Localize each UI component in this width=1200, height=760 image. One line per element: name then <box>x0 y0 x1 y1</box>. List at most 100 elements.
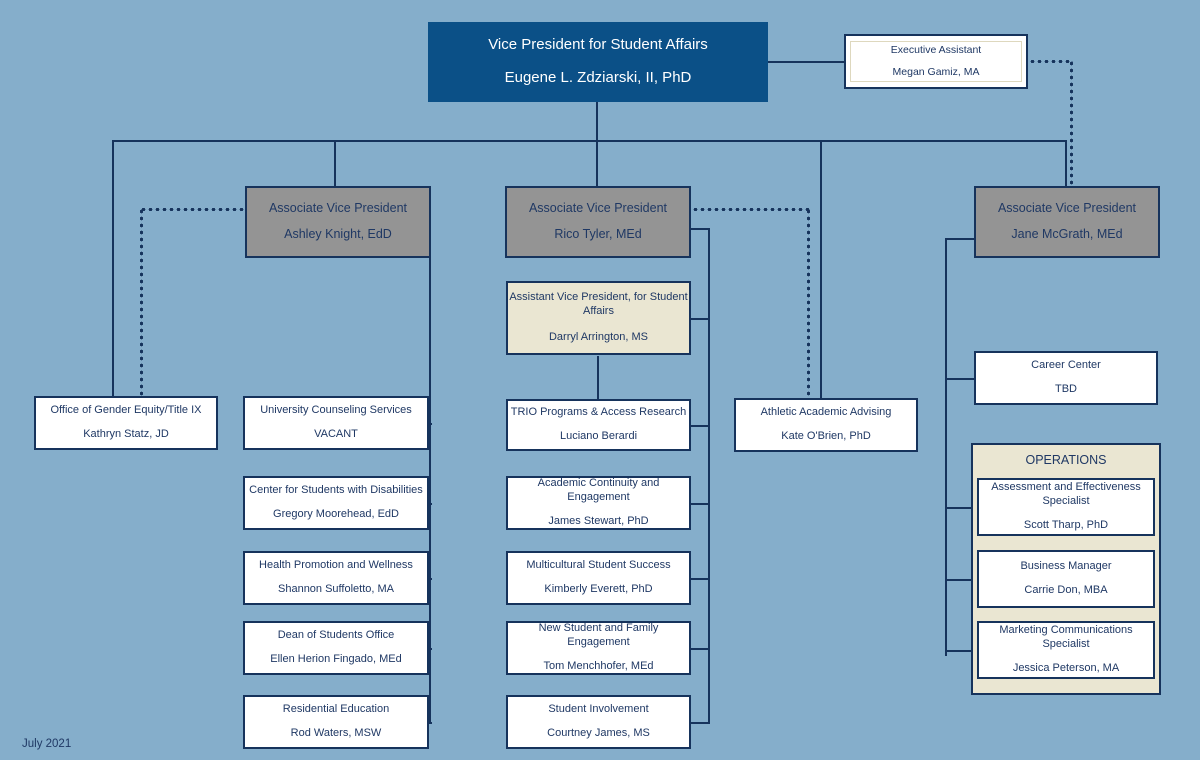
node-associate-vp-rico-tyler[interactable]: Associate Vice President Rico Tyler, MEd <box>505 186 691 258</box>
node-title: Dean of Students Office <box>277 629 395 642</box>
node-title: Center for Students with Disabilities <box>249 484 423 497</box>
node-name: Rico Tyler, MEd <box>554 227 642 241</box>
node-name: Kimberly Everett, PhD <box>544 583 653 595</box>
node-title: Associate Vice President <box>528 201 668 216</box>
node-title: Student Involvement <box>548 703 649 716</box>
node-multicultural-student-success[interactable]: Multicultural Student Success Kimberly E… <box>506 551 691 605</box>
connector-asst-vp-right <box>690 318 710 320</box>
connector-vp-drop <box>596 102 598 142</box>
connector-vp-to-exec-assistant <box>766 61 844 63</box>
node-name: Tom Menchhofer, MEd <box>543 659 654 672</box>
connector-left-stub-1 <box>428 423 432 425</box>
node-new-student-and-family-engagement[interactable]: New Student and Family Engagement Tom Me… <box>506 621 691 675</box>
node-name: Luciano Berardi <box>559 430 638 442</box>
node-marketing-communications-specialist[interactable]: Marketing Communications Specialist Jess… <box>977 621 1155 679</box>
dotted-left-avp-to-title-ix <box>140 208 245 211</box>
connector-right-avp-left <box>945 238 975 240</box>
node-title: Residential Education <box>282 703 390 716</box>
node-academic-continuity-and-engagement[interactable]: Academic Continuity and Engagement James… <box>506 476 691 530</box>
node-name: Jane McGrath, MEd <box>1011 227 1123 241</box>
node-name: Scott Tharp, PhD <box>1023 518 1109 531</box>
connector-left-stub-3 <box>428 578 432 580</box>
dotted-exec-assistant-drop <box>1070 60 1073 187</box>
node-student-involvement[interactable]: Student Involvement Courtney James, MS <box>506 695 691 749</box>
connector-middle-stub-trio <box>690 425 710 427</box>
connector-drop-far-left <box>112 140 114 396</box>
connector-right-stub-career <box>945 378 975 380</box>
node-executive-assistant[interactable]: Executive Assistant Megan Gamiz, MA <box>844 34 1028 89</box>
connector-right-stub-ops-3 <box>945 650 975 652</box>
connector-drop-right-avp <box>1065 140 1067 186</box>
node-name: Ashley Knight, EdD <box>284 227 392 241</box>
node-title: Office of Gender Equity/Title IX <box>50 404 202 417</box>
connector-middle-stub-4 <box>690 648 710 650</box>
connector-right-stub-ops-2 <box>945 579 975 581</box>
operations-group-label: OPERATIONS <box>1025 453 1107 467</box>
node-title: University Counseling Services <box>260 404 412 417</box>
node-name: Shannon Suffoletto, MA <box>278 583 394 595</box>
node-title: TRIO Programs & Access Research <box>510 406 687 419</box>
node-business-manager[interactable]: Business Manager Carrie Don, MBA <box>977 550 1155 608</box>
node-name: Kate O'Brien, PhD <box>781 430 871 442</box>
connector-middle-avp-right <box>690 228 710 230</box>
node-title: Associate Vice President <box>997 201 1137 216</box>
node-title: Career Center <box>1031 359 1101 372</box>
node-trio-programs-access-research[interactable]: TRIO Programs & Access Research Luciano … <box>506 399 691 451</box>
node-university-counseling-services[interactable]: University Counseling Services VACANT <box>243 396 429 450</box>
node-name: Gregory Moorehead, EdD <box>273 508 399 520</box>
connector-middle-trunk-upper <box>708 228 710 426</box>
connector-drop-middle-avp <box>596 140 598 186</box>
dotted-middle-avp-to-athletic <box>692 208 810 211</box>
node-associate-vp-jane-mcgrath[interactable]: Associate Vice President Jane McGrath, M… <box>974 186 1160 258</box>
node-title: Multicultural Student Success <box>526 559 671 572</box>
dotted-athletic-drop <box>807 208 810 398</box>
node-name: Eugene L. Zdziarski, II, PhD <box>504 69 692 86</box>
connector-drop-left-avp <box>334 140 336 186</box>
node-name: Rod Waters, MSW <box>290 727 382 739</box>
connector-right-stub-ops-1 <box>945 507 975 509</box>
connector-left-trunk <box>429 228 431 724</box>
node-name: Jessica Peterson, MA <box>1012 661 1120 674</box>
node-name: James Stewart, PhD <box>548 514 649 527</box>
node-title: Business Manager <box>1020 560 1112 573</box>
connector-left-stub-4 <box>428 648 432 650</box>
node-name: Darryl Arrington, MS <box>548 330 649 343</box>
node-residential-education[interactable]: Residential Education Rod Waters, MSW <box>243 695 429 749</box>
node-title: Associate Vice President <box>268 201 408 216</box>
node-center-for-students-with-disabilities[interactable]: Center for Students with Disabilities Gr… <box>243 476 429 530</box>
node-title: Assessment and Effectiveness Specialist <box>991 481 1141 508</box>
node-title: Academic Continuity and Engagement <box>537 477 660 504</box>
node-name: Courtney James, MS <box>547 727 650 739</box>
node-name: Kathryn Statz, JD <box>83 428 169 440</box>
node-vice-president[interactable]: Vice President for Student Affairs Eugen… <box>428 22 768 102</box>
connector-middle-stub-5 <box>690 722 710 724</box>
node-associate-vp-ashley-knight[interactable]: Associate Vice President Ashley Knight, … <box>245 186 431 258</box>
connector-asst-vp-drop <box>597 356 599 400</box>
dotted-exec-assistant-right <box>1029 60 1073 63</box>
connector-right-trunk <box>945 238 947 656</box>
node-title: New Student and Family Engagement <box>538 622 659 649</box>
node-title: Assistant Vice President, for Student Af… <box>509 291 688 318</box>
dotted-title-ix-drop <box>140 208 143 396</box>
node-title: Vice President for Student Affairs <box>488 36 708 54</box>
node-office-of-gender-equity-title-ix[interactable]: Office of Gender Equity/Title IX Kathryn… <box>34 396 218 450</box>
date-label: July 2021 <box>22 738 72 750</box>
node-dean-of-students-office[interactable]: Dean of Students Office Ellen Herion Fin… <box>243 621 429 675</box>
node-career-center[interactable]: Career Center TBD <box>974 351 1158 405</box>
connector-drop-athletic <box>820 140 822 398</box>
node-assessment-and-effectiveness-specialist[interactable]: Assessment and Effectiveness Specialist … <box>977 478 1155 536</box>
connector-main-bus <box>112 140 1067 142</box>
connector-middle-stub-2 <box>690 503 710 505</box>
node-title: Marketing Communications Specialist <box>999 624 1133 651</box>
connector-left-stub-5 <box>428 722 432 724</box>
node-health-promotion-and-wellness[interactable]: Health Promotion and Wellness Shannon Su… <box>243 551 429 605</box>
node-name: Ellen Herion Fingado, MEd <box>270 653 402 665</box>
node-title: Athletic Academic Advising <box>760 406 892 419</box>
connector-left-stub-2 <box>428 503 432 505</box>
connector-middle-stub-3 <box>690 578 710 580</box>
node-name: Megan Gamiz, MA <box>892 66 980 78</box>
node-athletic-academic-advising[interactable]: Athletic Academic Advising Kate O'Brien,… <box>734 398 918 452</box>
node-assistant-vp-darryl-arrington[interactable]: Assistant Vice President, for Student Af… <box>506 281 691 355</box>
connector-middle-trunk-lower <box>708 425 710 723</box>
